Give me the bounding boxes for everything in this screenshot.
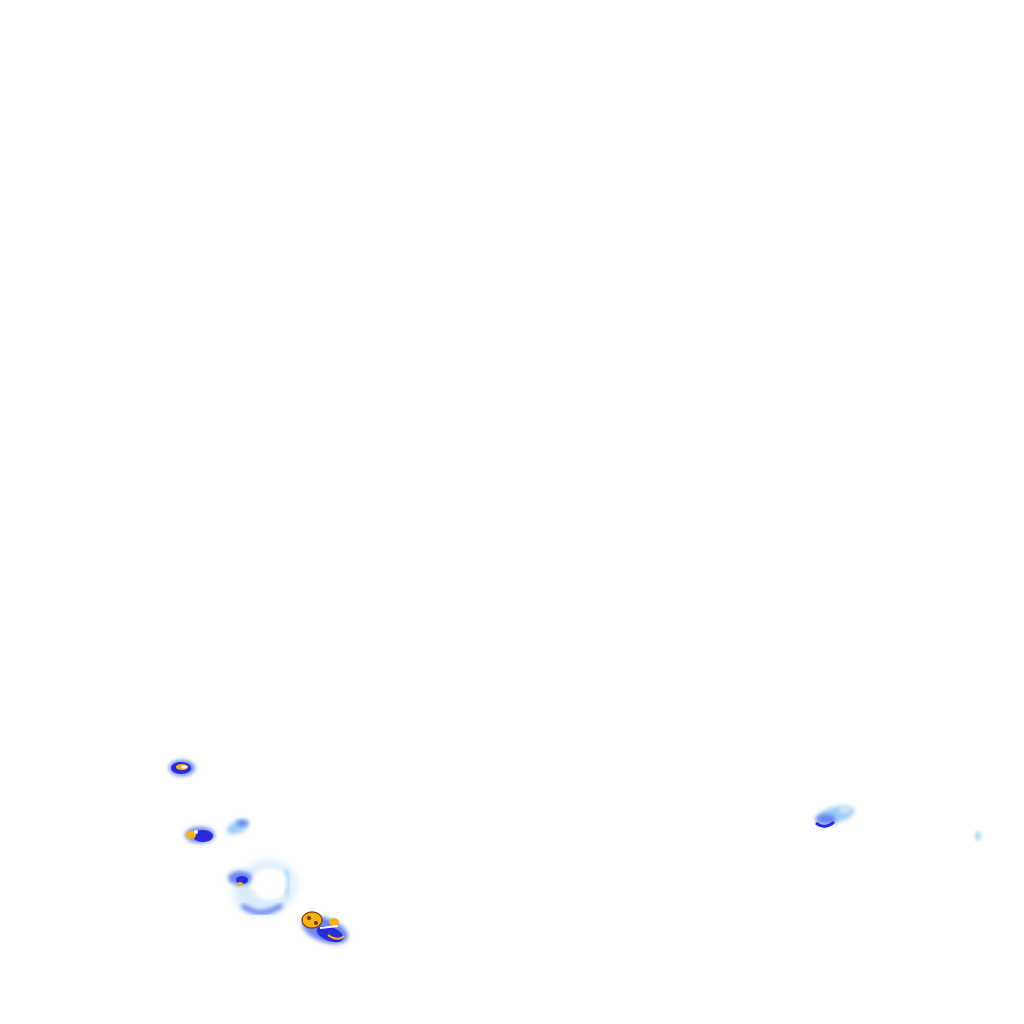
precip-cell-6	[815, 805, 855, 828]
precip-cell-5	[301, 911, 348, 944]
precip-cell-3	[226, 819, 250, 835]
precip-cell-7	[975, 832, 981, 840]
precip-cell-1	[169, 760, 195, 776]
precip-cell-2	[185, 827, 215, 843]
precip-cell-4	[228, 861, 297, 915]
